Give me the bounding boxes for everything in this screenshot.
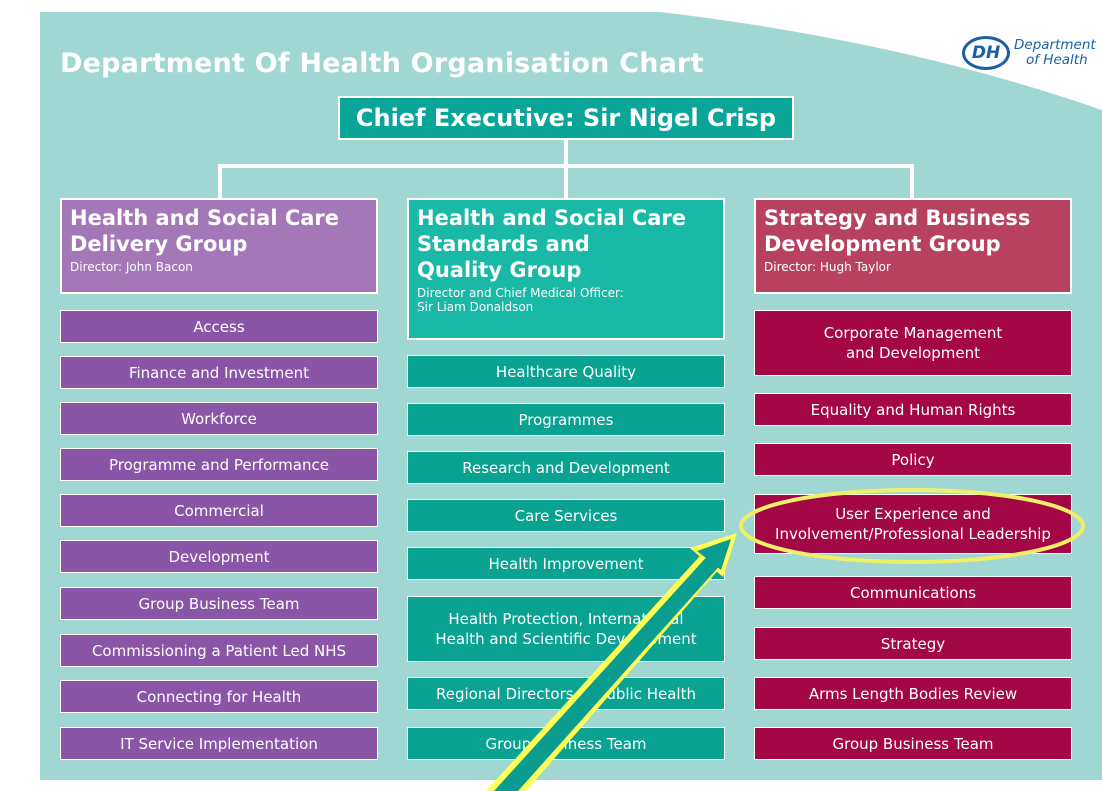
group-title: Strategy and Business Development Group	[764, 206, 1031, 256]
connector-ceo-down	[564, 140, 568, 168]
unit-regional-directors: Regional Directors of Public Health	[407, 677, 725, 710]
group-delivery-header: Health and Social Care Delivery Group Di…	[60, 198, 378, 294]
unit-strategy: Strategy	[754, 627, 1072, 660]
unit-it-service-implementation: IT Service Implementation	[60, 727, 378, 760]
group-title: Health and Social Care Delivery Group	[70, 206, 340, 256]
unit-equality-human-rights: Equality and Human Rights	[754, 393, 1072, 426]
unit-programmes: Programmes	[407, 403, 725, 436]
page-title: Department Of Health Organisation Chart	[60, 48, 704, 79]
group-director: Director and Chief Medical Officer: Sir …	[417, 286, 624, 314]
logo-badge: DH	[962, 36, 1010, 70]
unit-group-business-team: Group Business Team	[60, 587, 378, 620]
unit-communications: Communications	[754, 576, 1072, 609]
connector-middle	[564, 164, 568, 198]
unit-care-services: Care Services	[407, 499, 725, 532]
unit-research-development: Research and Development	[407, 451, 725, 484]
unit-user-experience: User Experience and Involvement/Professi…	[754, 494, 1072, 554]
dh-logo: DH Department of Health	[962, 34, 1102, 94]
group-standards-header: Health and Social Care Standards and Qua…	[407, 198, 725, 340]
unit-group-business-team: Group Business Team	[407, 727, 725, 760]
unit-finance-investment: Finance and Investment	[60, 356, 378, 389]
logo-line-2: of Health	[1026, 52, 1088, 68]
unit-corporate-management: Corporate Management and Development	[754, 310, 1072, 376]
chief-executive-box: Chief Executive: Sir Nigel Crisp	[338, 96, 794, 140]
unit-healthcare-quality: Healthcare Quality	[407, 355, 725, 388]
group-title: Health and Social Care Standards and Qua…	[417, 206, 687, 282]
logo-line-1: Department	[1014, 37, 1096, 53]
unit-health-protection: Health Protection, International Health …	[407, 596, 725, 662]
unit-development: Development	[60, 540, 378, 573]
unit-connecting-for-health: Connecting for Health	[60, 680, 378, 713]
unit-group-business-team: Group Business Team	[754, 727, 1072, 760]
group-strategy-header: Strategy and Business Development Group …	[754, 198, 1072, 294]
connector-right	[910, 164, 914, 198]
unit-access: Access	[60, 310, 378, 343]
unit-policy: Policy	[754, 443, 1072, 476]
logo-text: Department of Health	[1014, 38, 1096, 68]
unit-commissioning: Commissioning a Patient Led NHS	[60, 634, 378, 667]
unit-arms-length-bodies: Arms Length Bodies Review	[754, 677, 1072, 710]
group-director: Director: Hugh Taylor	[764, 260, 891, 274]
unit-workforce: Workforce	[60, 402, 378, 435]
unit-commercial: Commercial	[60, 494, 378, 527]
unit-health-improvement: Health Improvement	[407, 547, 725, 580]
group-director: Director: John Bacon	[70, 260, 193, 274]
connector-left	[218, 164, 222, 198]
unit-programme-performance: Programme and Performance	[60, 448, 378, 481]
